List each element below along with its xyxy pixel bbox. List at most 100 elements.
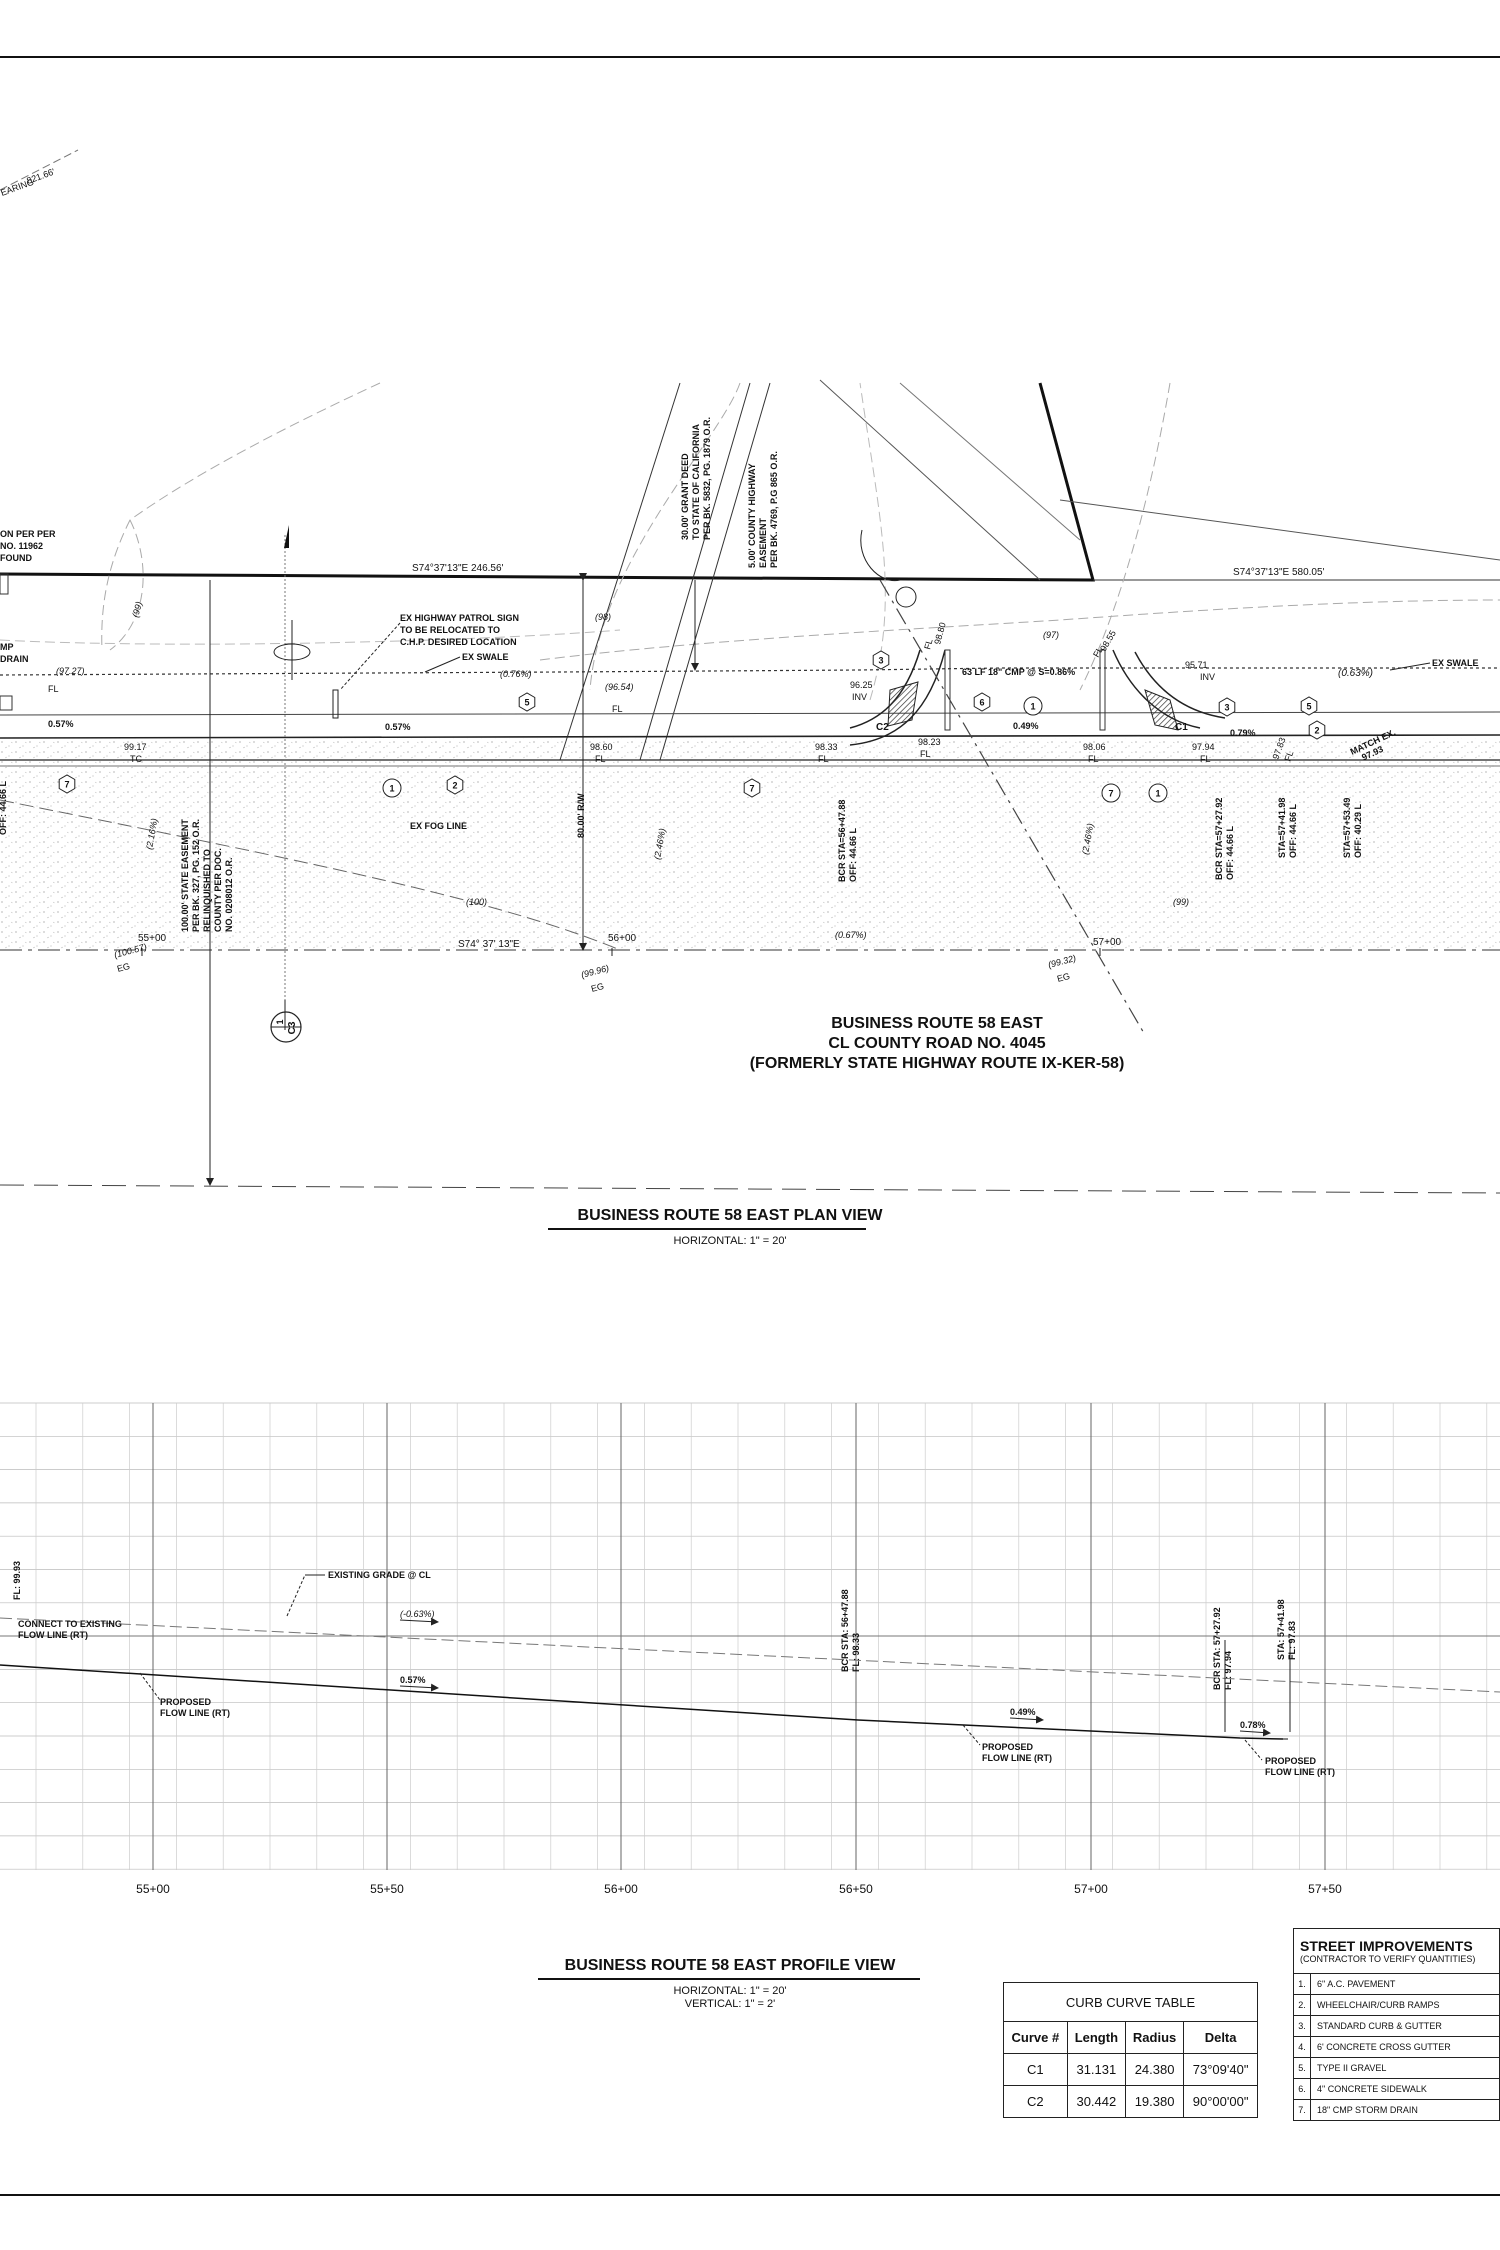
elev-tc: TC [130, 754, 142, 764]
elev-9860: 98.60 [590, 742, 613, 752]
table-row: 3.STANDARD CURB & GUTTER [1293, 2015, 1500, 2037]
elev-99a: (99) [130, 600, 144, 618]
callout-number: 3 [878, 656, 883, 666]
elev-fl8: FL [1091, 645, 1105, 659]
elev-inv2: INV [1200, 672, 1215, 682]
curve-col-header: Delta [1183, 2021, 1258, 2054]
state-easement-1: 100.00' STATE EASEMENT [180, 819, 190, 932]
bcr2-off: OFF: 44.66 L [1225, 825, 1235, 880]
row-label: 80.00' R/W [576, 793, 586, 838]
callout-marker: 1 [1023, 696, 1043, 716]
profile-station-label: 55+00 [136, 1882, 170, 1896]
street-improvements-table: STREET IMPROVEMENTS (CONTRACTOR TO VERIF… [1293, 1928, 1500, 2121]
sta4-sta: STA=57+53.49 [1342, 798, 1352, 858]
grade-g1: 0.57% [48, 719, 74, 729]
curve-table-title: CURB CURVE TABLE [1003, 1982, 1258, 2022]
profile-bcr1-sta: BCR STA: 56+47.88 [840, 1589, 850, 1672]
ex-swale-note: EX SWALE [462, 652, 509, 662]
elev-eg2: EG [590, 981, 605, 994]
callout-marker: 5 [1300, 696, 1318, 716]
item-number: 2. [1293, 1994, 1311, 2016]
profile-view-title: BUSINESS ROUTE 58 EAST PROFILE VIEW [565, 1957, 897, 1974]
profile-grid [0, 1402, 1500, 1870]
item-description: TYPE II GRAVEL [1310, 2057, 1500, 2079]
curve-cell: C1 [1003, 2053, 1068, 2086]
elev-fl10: FL [1282, 749, 1295, 762]
table-row: 4.6' CONCRETE CROSS GUTTER [1293, 2036, 1500, 2058]
off-left: OFF: 44.66 L [0, 780, 8, 835]
existing-grade-line [0, 1617, 1500, 1693]
state-easement-5: NO. 0208012 O.R. [224, 857, 234, 932]
left-note-3: FOUND [0, 553, 32, 563]
elev-9727: (97.27) [56, 666, 85, 676]
elev-fl7: FL [1088, 754, 1099, 764]
elev-9917: 99.17 [124, 742, 147, 752]
patrol-sign-3: C.H.P. DESIRED LOCATION [400, 637, 517, 647]
table-row: 5.TYPE II GRAVEL [1293, 2057, 1500, 2079]
curve-c2-label: C2 [876, 722, 889, 733]
profile-station-label: 56+00 [604, 1882, 638, 1896]
county-easement-3: PER BK. 4769, P.G 865 O.R. [769, 451, 779, 568]
plan-view-scale: HORIZONTAL: 1" = 20' [673, 1235, 786, 1247]
curve-cell: C2 [1003, 2085, 1068, 2118]
grant-deed-2: TO STATE OF CALIFORNIA [691, 424, 701, 540]
elev-fl6: FL [922, 638, 934, 651]
table-row: 7.18" CMP STORM DRAIN [1293, 2099, 1500, 2121]
table-row: 6.4" CONCRETE SIDEWALK [1293, 2078, 1500, 2100]
proposed-flow-line [0, 1664, 1284, 1740]
table-row: C1 31.131 24.380 73°09'40" [1003, 2053, 1258, 2086]
cmp-storm-drain [879, 579, 1146, 1036]
bcr1-sta: BCR STA=56+47.88 [837, 800, 847, 882]
callout-number: 1 [389, 784, 394, 794]
callout-marker: 7 [1101, 783, 1121, 803]
curve-col-header: Length [1066, 2021, 1126, 2054]
grant-deed-3: PER BK. 5832, PG. 1879 O.R. [702, 417, 712, 540]
sta4-off: OFF: 40.29 L [1353, 803, 1363, 858]
grade-g2: 0.57% [385, 722, 411, 732]
proposed1-label-2: FLOW LINE (RT) [160, 1708, 230, 1718]
elev-fl1: FL [48, 684, 59, 694]
item-number: 7. [1293, 2099, 1311, 2121]
pavement-area [0, 738, 1500, 951]
item-number: 5. [1293, 2057, 1311, 2079]
left-note-1: ON PER PER [0, 529, 56, 539]
elev-inv1: INV [852, 692, 867, 702]
callout-marker: 7 [743, 778, 761, 798]
callout-number: 1 [1155, 789, 1160, 799]
profile-grade-2: 0.57% [400, 1675, 426, 1685]
curve-col-header: Radius [1124, 2021, 1185, 2054]
grade-g3: (0.76%) [500, 669, 532, 679]
callout-number: 5 [524, 698, 529, 708]
profile-bcr1-fl: FL: 98.33 [851, 1633, 861, 1672]
connect-label-1: CONNECT TO EXISTING [18, 1619, 122, 1629]
ex-swale-right: EX SWALE [1432, 658, 1479, 668]
profile-scale-v: VERTICAL: 1" = 2' [685, 1998, 775, 2010]
proposed3-label-2: FLOW LINE (RT) [1265, 1767, 1335, 1777]
left-note-2: NO. 11962 [0, 541, 43, 551]
table-row: C2 30.442 19.380 90°00'00" [1003, 2085, 1258, 2118]
elev-9996: (99.96) [580, 963, 610, 980]
callout-marker: 3 [872, 650, 890, 670]
elev-9823: 98.23 [918, 737, 941, 747]
property-line [0, 382, 1095, 582]
patrol-sign-1: EX HIGHWAY PATROL SIGN [400, 613, 519, 623]
elev-98: (98) [595, 612, 611, 622]
callout-marker: 7 [58, 774, 76, 794]
proposed2-label-2: FLOW LINE (RT) [982, 1753, 1052, 1763]
callout-marker: 5 [518, 692, 536, 712]
item-description: 18" CMP STORM DRAIN [1310, 2099, 1500, 2121]
profile-station-label: 56+50 [839, 1882, 873, 1896]
elev-99b: (99) [1173, 897, 1189, 907]
item-number: 4. [1293, 2036, 1311, 2058]
road-label-1: BUSINESS ROUTE 58 EAST [831, 1015, 1043, 1032]
top-bearing: EARING [0, 177, 35, 198]
curb-curve-table: CURB CURVE TABLE Curve # Length Radius D… [1003, 1982, 1258, 2118]
profile-left-cut: FL: 99.93 [12, 1561, 22, 1600]
elev-97: (97) [1043, 630, 1059, 640]
section-mark-num: 1 [275, 1019, 285, 1024]
county-easement-2: EASEMENT [758, 517, 768, 568]
elev-9880: 98.80 [932, 621, 947, 645]
curve-cell: 19.380 [1124, 2085, 1185, 2118]
callout-number: 7 [64, 780, 69, 790]
